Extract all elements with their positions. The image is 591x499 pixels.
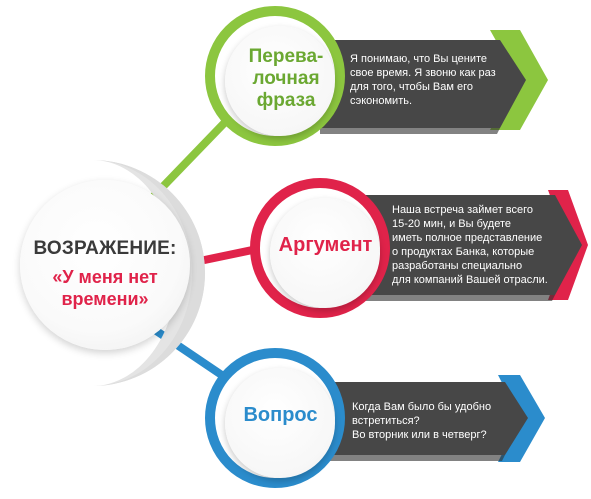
objection-title: ВОЗРАЖЕНИЕ: — [33, 238, 177, 259]
step-label-line: лочная — [252, 68, 320, 89]
step-text-line: Я понимаю, что Вы цените — [350, 53, 488, 65]
step-text-line: Во вторник или в четверг? — [352, 429, 487, 441]
step-text-line: встретиться? — [352, 415, 420, 427]
step-label-argument: Аргумент — [263, 234, 388, 257]
objection-quote-line: времени» — [61, 289, 149, 309]
step-text-line: Когда Вам было бы удобно — [352, 401, 492, 413]
step-text-line: иметь полное представление — [392, 232, 543, 244]
step-text-line: 15-20 мин, и Вы будете — [392, 218, 511, 230]
panel-green — [320, 40, 526, 128]
step-text-bridge: Я понимаю, что Вы цените свое время. Я з… — [350, 52, 500, 108]
step-label-line: Аргумент — [278, 234, 373, 256]
step-text-line: разработаны специально — [392, 260, 523, 272]
step-text-line: свое время. Я звоню как раз — [350, 67, 496, 79]
step-text-line: о продуктах Банка, которые — [392, 246, 535, 258]
step-text-question: Когда Вам было бы удобно встретиться? Во… — [352, 400, 512, 442]
step-label-question: Вопрос — [218, 404, 343, 427]
step-label-line: Вопрос — [243, 404, 318, 426]
step-label-line: Перева- — [248, 46, 324, 67]
step-text-line: для того, чтобы Вам его — [350, 81, 473, 93]
panel-red — [365, 195, 582, 295]
panel-green-shadow — [320, 128, 500, 134]
step-label-bridge: Перева- лочная фраза — [226, 46, 346, 112]
step-text-line: сэкономить. — [350, 95, 413, 107]
step-text-line: для компаний Вашей отрасли. — [392, 274, 548, 286]
panel-blue — [320, 382, 528, 455]
step-circle-blue — [225, 368, 335, 478]
step-circle-red — [270, 198, 380, 308]
objection-circle — [20, 180, 190, 350]
panel-blue-shadow — [320, 455, 505, 461]
step-label-line: фраза — [256, 90, 316, 111]
step-text-argument: Наша встреча займет всего 15-20 мин, и В… — [392, 203, 552, 287]
objection-quote-line: «У меня нет — [52, 267, 158, 287]
step-circle-green — [225, 26, 335, 136]
panel-red-shadow — [365, 295, 555, 301]
step-text-line: Наша встреча займет всего — [392, 204, 534, 216]
objection-crescent — [92, 160, 205, 386]
objection-quote: «У меня нет времени» — [25, 266, 185, 310]
